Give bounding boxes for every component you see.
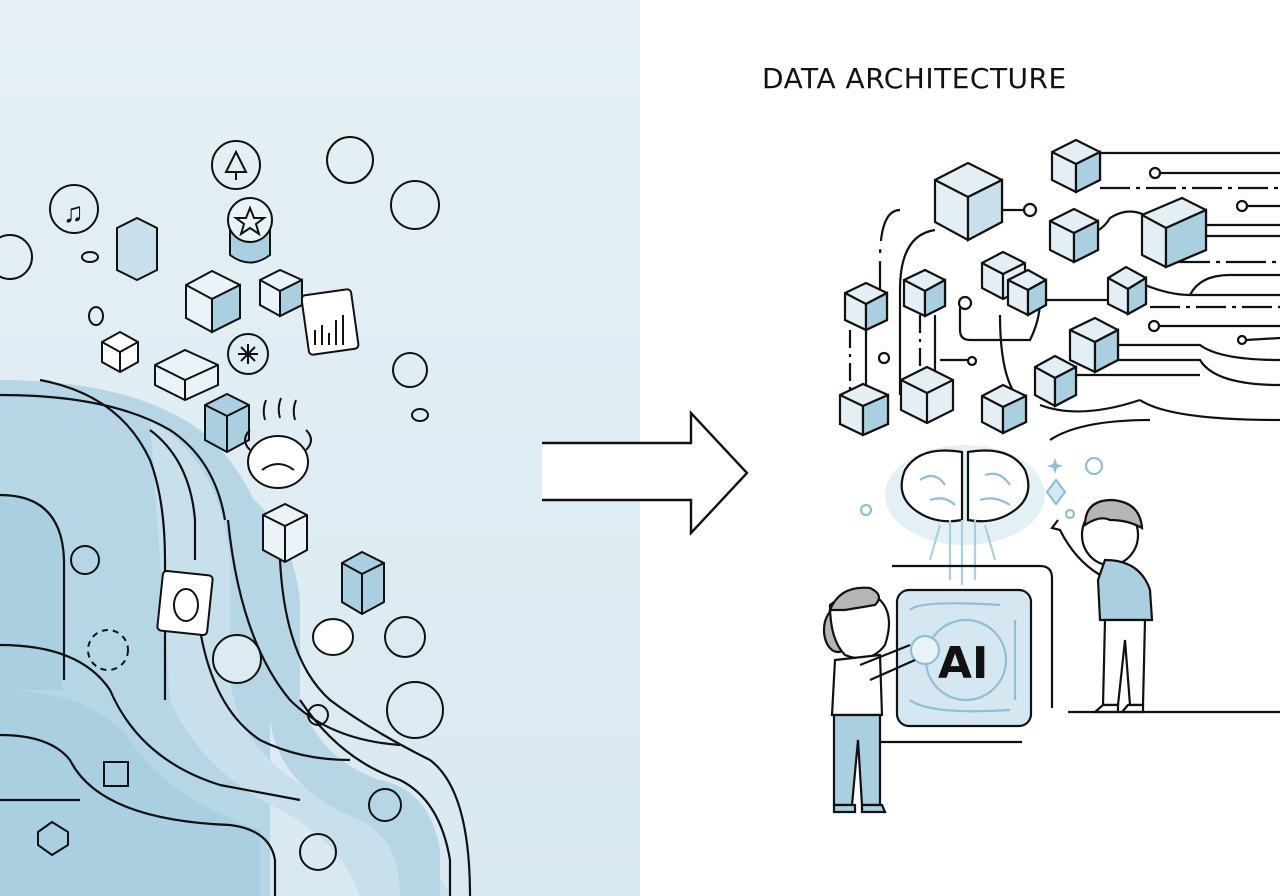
- cube-icon: [933, 161, 1004, 242]
- cube-icon: [843, 281, 889, 332]
- refresh-icon: [384, 616, 426, 658]
- cube-icon: [980, 383, 1028, 435]
- cube-icon: [1140, 196, 1208, 269]
- cube-icon: [902, 268, 947, 318]
- svg-text:♫: ♫: [63, 197, 84, 228]
- transition-arrow-icon: [542, 409, 749, 537]
- cube-icon: [1033, 354, 1078, 408]
- square-icon: [103, 761, 129, 787]
- person-in-circle-icon: [212, 634, 262, 684]
- flower-icon: [368, 788, 402, 822]
- star-icon: [227, 197, 273, 264]
- music-note-icon: [49, 184, 99, 234]
- snowflake-icon: [227, 333, 269, 375]
- tree-icon: [211, 140, 261, 190]
- ai-data-doc-icon: [156, 569, 214, 637]
- chart-card-icon: [300, 288, 360, 356]
- ai-chip-label: AI: [938, 638, 989, 689]
- puzzle-icon: [390, 180, 440, 230]
- snowflake-icon: [392, 352, 428, 388]
- brain-icon: [859, 445, 1104, 585]
- cube-icon: [1106, 265, 1148, 316]
- brush-icon: [326, 136, 374, 184]
- cube-icon: [1006, 268, 1048, 317]
- chart-line-icon: [0, 234, 33, 280]
- page-title: DATA ARCHITECTURE: [762, 62, 1067, 95]
- hexagon-icon: [37, 820, 69, 857]
- cylinder-icon: [312, 618, 354, 656]
- chaotic-icons: ♫: [0, 136, 444, 871]
- stressed-person-icon: [244, 397, 312, 489]
- cube-orbit-icon: [87, 629, 129, 671]
- person-man-icon: [1050, 498, 1280, 714]
- cube-icon: [1048, 207, 1100, 264]
- cube-icon: [1050, 138, 1102, 194]
- data-architecture-network: [848, 151, 1280, 441]
- hash-pot-icon: [386, 681, 444, 739]
- data-cubes: [838, 138, 1208, 437]
- x-badge-icon: [299, 833, 337, 871]
- clock-icon: [70, 545, 100, 575]
- ai-chip-icon: [880, 564, 1054, 744]
- cube-icon: [1068, 316, 1120, 374]
- cube-icon: [899, 365, 955, 425]
- data-stream-flood: [0, 378, 472, 896]
- person-woman-icon: [822, 586, 916, 814]
- cube-icon: [101, 216, 385, 616]
- cube-icon: [838, 382, 890, 437]
